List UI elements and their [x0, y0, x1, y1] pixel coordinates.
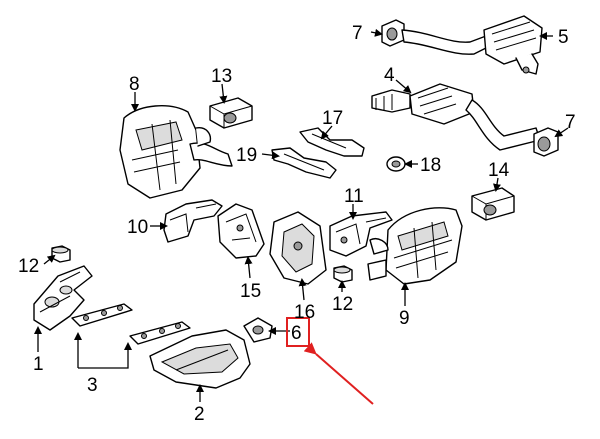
callout-13: 13	[211, 66, 232, 87]
callout-3: 3	[87, 375, 98, 396]
callout-14: 14	[488, 160, 510, 181]
part-15-bracket[interactable]	[217, 203, 265, 259]
part-12-right-grommet[interactable]	[333, 265, 353, 283]
part-3-gasket-lower[interactable]	[129, 321, 191, 345]
callout-8: 8	[129, 74, 140, 95]
part-19-bracket[interactable]	[271, 147, 337, 179]
part-6-highlight-box	[286, 317, 310, 347]
callout-19: 19	[236, 145, 257, 166]
part-5-catalytic-converter-rear[interactable]	[401, 15, 543, 75]
callout-labels: 7 5 4 7 8 13 17 19 18 14 10 11 12 15 16 …	[18, 23, 576, 425]
part-4-catalytic-converter-front[interactable]	[371, 83, 541, 151]
callout-1: 1	[33, 354, 44, 375]
callout-12-left: 12	[18, 256, 39, 277]
part-7-right-clamp[interactable]	[533, 127, 559, 157]
part-9-right-muffler[interactable]	[367, 207, 463, 285]
callout-2: 2	[194, 404, 205, 425]
part-6-gasket[interactable]	[243, 317, 273, 343]
part-11-bracket[interactable]	[329, 211, 393, 257]
callout-12-right: 12	[332, 294, 353, 315]
callout-18: 18	[420, 155, 441, 176]
callout-7-top: 7	[352, 23, 363, 44]
part-12-left-grommet[interactable]	[51, 245, 71, 263]
callout-4: 4	[384, 65, 395, 86]
part-13-hanger[interactable]	[209, 97, 253, 129]
part-6-highlight-arrow	[303, 342, 374, 405]
callout-5: 5	[558, 27, 569, 48]
part-17-bracket[interactable]	[299, 127, 365, 157]
part-3-gasket-upper[interactable]	[71, 303, 133, 327]
callout-15: 15	[240, 281, 261, 302]
callout-10: 10	[127, 217, 148, 238]
part-14-hanger[interactable]	[471, 187, 515, 221]
part-2-lower-manifold[interactable]	[149, 329, 251, 389]
part-10-bracket[interactable]	[163, 199, 223, 243]
part-8-left-muffler-shield[interactable]	[119, 105, 233, 199]
callout-17: 17	[322, 108, 343, 129]
callout-6: 6	[291, 323, 302, 344]
part-16-bracket[interactable]	[269, 211, 327, 285]
leader-lines	[34, 28, 569, 402]
part-1-exhaust-manifold[interactable]	[33, 265, 93, 331]
part-7-top-clamp[interactable]	[381, 19, 405, 47]
callout-16: 16	[294, 302, 315, 323]
callout-7-right: 7	[565, 112, 576, 133]
callout-9: 9	[399, 308, 410, 329]
part-18-grommet[interactable]	[386, 156, 406, 172]
callout-11: 11	[344, 186, 364, 207]
